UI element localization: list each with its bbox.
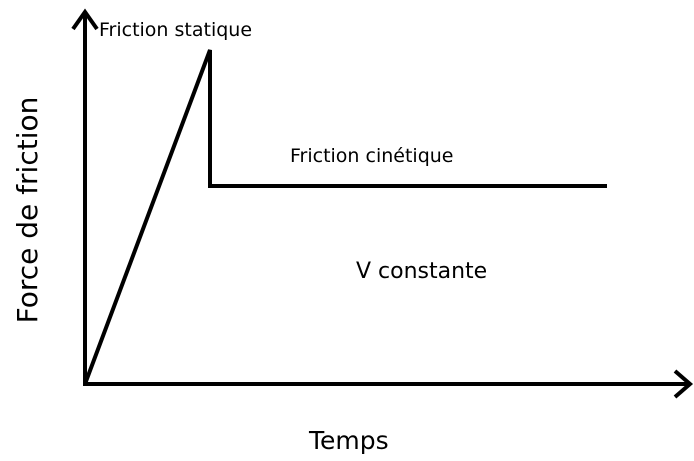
kinetic-friction-label: Friction cinétique <box>290 145 454 167</box>
x-axis-label: Temps <box>309 426 389 455</box>
y-axis-arrowhead <box>71 8 99 31</box>
x-axis-arrowhead <box>673 369 694 399</box>
friction-curve <box>83 49 607 385</box>
y-axis-label: Force de friction <box>11 96 44 324</box>
constant-velocity-label: V constante <box>356 259 488 284</box>
static-friction-label: Friction statique <box>99 19 253 41</box>
